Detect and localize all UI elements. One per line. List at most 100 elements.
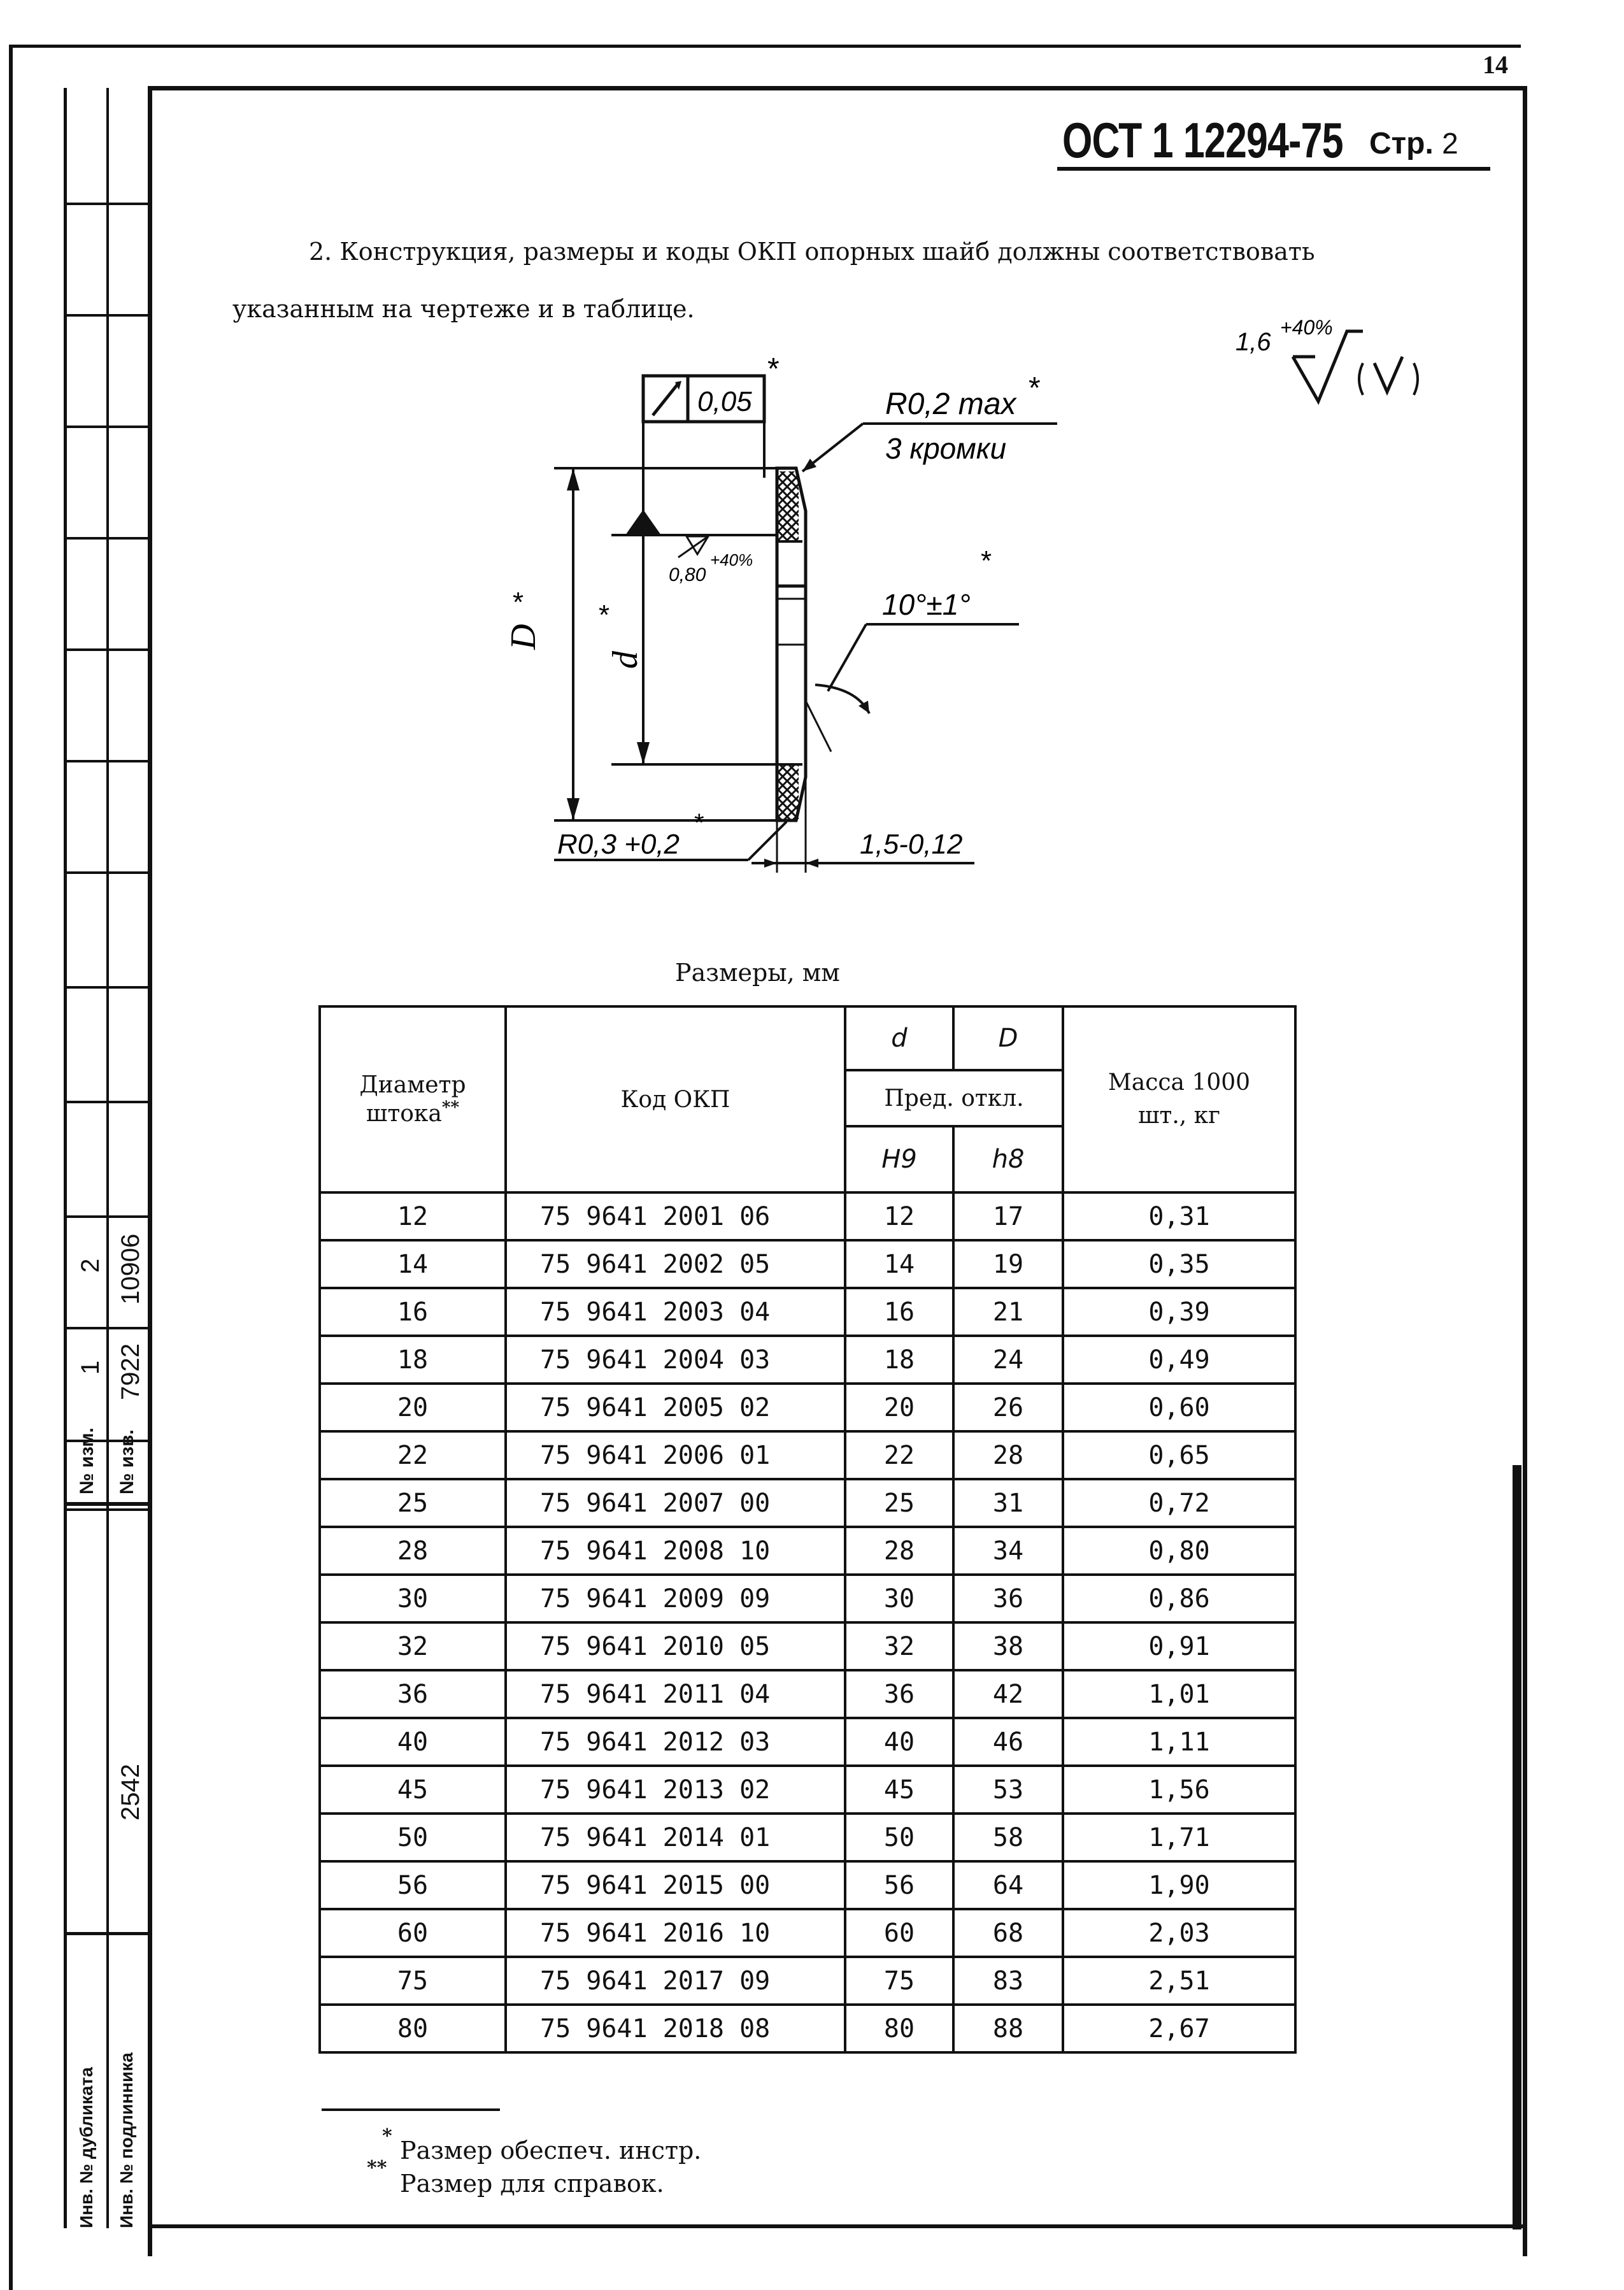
washer-drawing: 0,05 * D * d * 0,80 +40% R0,2 max * 3 кр…	[504, 352, 1057, 873]
corner-radius-star: *	[694, 809, 704, 837]
cell-okp-code: 75 9641 2001 06	[504, 1191, 846, 1242]
cell-diameter: 14	[318, 1239, 507, 1289]
cell-okp-code: 75 9641 2011 04	[504, 1669, 846, 1719]
angle-star: *	[981, 545, 992, 576]
stamp-notice-2: 10906	[117, 1233, 145, 1305]
cell-D: 53	[952, 1764, 1064, 1815]
header-diameter-mark: **	[441, 1098, 460, 1117]
stamp-inv-orig-label: Инв. № подлинника	[117, 2052, 136, 2228]
cell-D: 88	[952, 2003, 1064, 2054]
dimensions-table: Диаметр штока** Код ОКП d D Масса 1000 ш…	[318, 1005, 1297, 2054]
cell-d: 32	[844, 1621, 955, 1671]
document-code: ОСТ 1 12294-75	[1062, 112, 1344, 168]
stamp-change-2: 2	[76, 1258, 104, 1273]
angle-value: 10°±1°	[882, 588, 971, 621]
frame-right-edge	[1513, 1465, 1521, 2229]
cell-d: 80	[844, 2003, 955, 2054]
cell-D: 46	[952, 1717, 1064, 1767]
cell-D: 28	[952, 1430, 1064, 1480]
cell-diameter: 32	[318, 1621, 507, 1671]
clause-2-line-2: указанным на чертеже и в таблице.	[232, 295, 695, 323]
roughness-pct: +40%	[1280, 316, 1333, 339]
cell-mass: 1,56	[1062, 1764, 1297, 1815]
cell-diameter: 80	[318, 2003, 507, 2054]
cell-d: 45	[844, 1764, 955, 1815]
inner-roughness-pct: +40%	[710, 550, 753, 569]
clause-2-text: 2. Конструкция, размеры и коды ОКП опорн…	[232, 223, 1442, 338]
tolerance-star: *	[767, 352, 780, 386]
cell-mass: 0,72	[1062, 1478, 1297, 1528]
header-tolerance: Пред. откл.	[844, 1069, 1064, 1127]
cell-diameter: 25	[318, 1478, 507, 1528]
cell-mass: 0,91	[1062, 1621, 1297, 1671]
cell-diameter: 20	[318, 1382, 507, 1433]
inner-roughness-value: 0,80	[669, 564, 706, 585]
cell-d: 36	[844, 1669, 955, 1719]
cell-d: 12	[844, 1191, 955, 1242]
cell-diameter: 40	[318, 1717, 507, 1767]
table-caption: Размеры, мм	[675, 959, 840, 987]
cell-diameter: 18	[318, 1335, 507, 1385]
roughness-value: 1,6	[1236, 328, 1271, 356]
header-underline	[1057, 167, 1490, 171]
cell-d: 60	[844, 1908, 955, 1958]
cell-mass: 0,35	[1062, 1239, 1297, 1289]
edge-radius-star: *	[1029, 371, 1041, 405]
cell-okp-code: 75 9641 2017 09	[504, 1956, 846, 2006]
cell-mass: 0,49	[1062, 1335, 1297, 1385]
cell-D: 64	[952, 1860, 1064, 1910]
cell-D: 19	[952, 1239, 1064, 1289]
cell-diameter: 12	[318, 1191, 507, 1242]
cell-diameter: 56	[318, 1860, 507, 1910]
cell-okp-code: 75 9641 2007 00	[504, 1478, 846, 1528]
inner-diameter-star: *	[599, 599, 609, 631]
cell-okp-code: 75 9641 2006 01	[504, 1430, 846, 1480]
edge-count: 3 кромки	[885, 432, 1006, 465]
header-diameter: Диаметр штока**	[318, 1005, 507, 1194]
footnotes: * Размер обеспеч. инстр. ** Размер для с…	[367, 2125, 701, 2200]
cell-mass: 0,31	[1062, 1191, 1297, 1242]
stamp-inv-number: 2542	[117, 1764, 145, 1821]
header-D: D	[952, 1005, 1064, 1071]
header-h9: H9	[844, 1125, 955, 1194]
cell-diameter: 16	[318, 1287, 507, 1337]
stamp-change-label: № изм.	[76, 1428, 97, 1494]
cell-diameter: 75	[318, 1956, 507, 2006]
cell-d: 28	[844, 1526, 955, 1576]
cell-d: 50	[844, 1812, 955, 1863]
cell-D: 31	[952, 1478, 1064, 1528]
footnote-separator	[322, 2108, 500, 2111]
footnote-mark-1: *	[382, 2125, 392, 2147]
cell-okp-code: 75 9641 2004 03	[504, 1335, 846, 1385]
cell-D: 83	[952, 1956, 1064, 2006]
cell-okp-code: 75 9641 2013 02	[504, 1764, 846, 1815]
cell-diameter: 36	[318, 1669, 507, 1719]
cell-mass: 0,80	[1062, 1526, 1297, 1576]
cell-diameter: 50	[318, 1812, 507, 1863]
cell-d: 25	[844, 1478, 955, 1528]
cell-mass: 0,39	[1062, 1287, 1297, 1337]
clause-2-line-1: 2. Конструкция, размеры и коды ОКП опорн…	[309, 238, 1315, 266]
cell-okp-code: 75 9641 2005 02	[504, 1382, 846, 1433]
cell-D: 17	[952, 1191, 1064, 1242]
page-label-number: 2	[1442, 127, 1458, 160]
cell-D: 58	[952, 1812, 1064, 1863]
cell-D: 38	[952, 1621, 1064, 1671]
header-h8: h8	[952, 1125, 1064, 1194]
cell-mass: 2,51	[1062, 1956, 1297, 2006]
stamp-change-1: 1	[76, 1360, 104, 1375]
cell-d: 14	[844, 1239, 955, 1289]
cell-D: 24	[952, 1335, 1064, 1385]
frame-bottom-line	[148, 2224, 1523, 2228]
